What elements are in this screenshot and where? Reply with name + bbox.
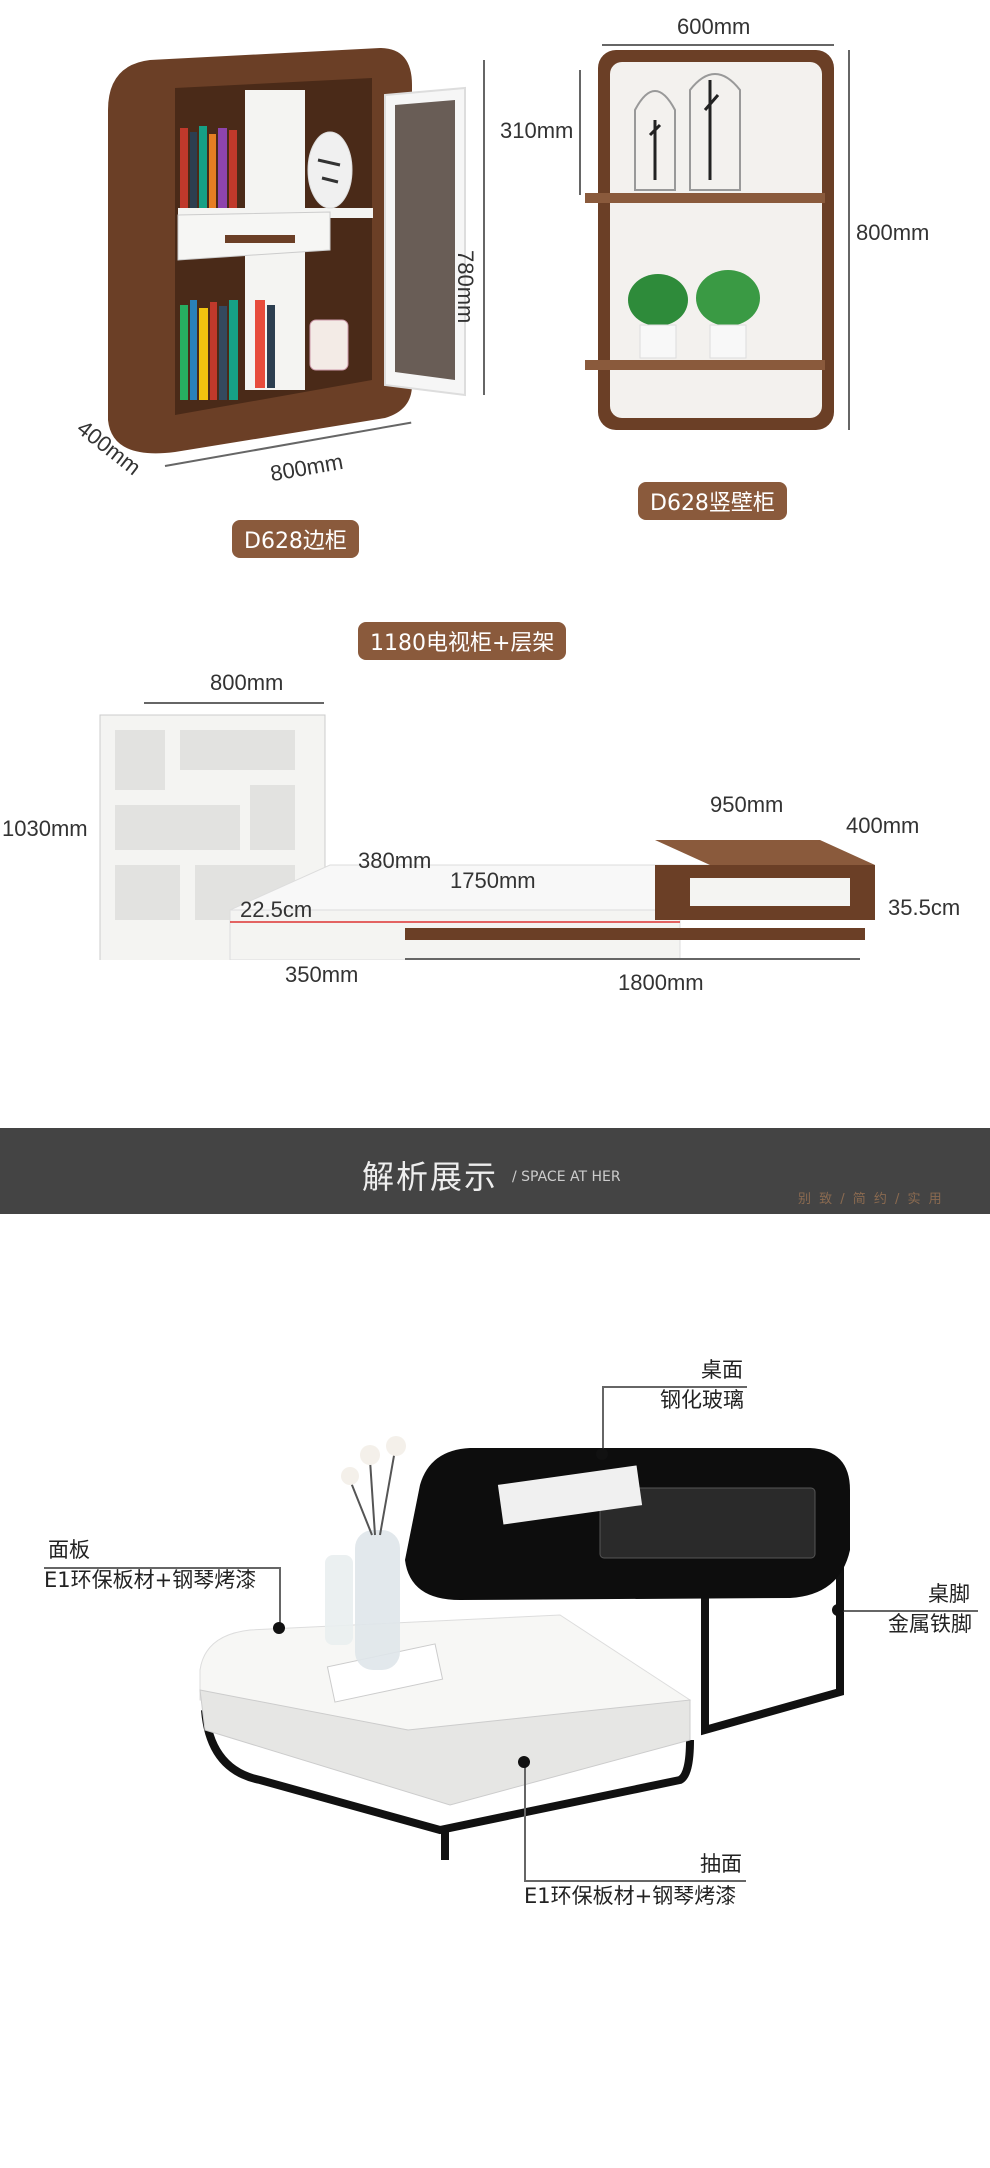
wall-cabinet-illustration <box>585 50 834 430</box>
tv-shelf-width-label: 800mm <box>210 670 284 695</box>
drawer-callout-line-h <box>524 1880 746 1882</box>
wall-cabinet-gap-line <box>579 70 581 195</box>
legs-callout-title: 桌脚 <box>928 1582 970 1606</box>
side-cabinet-label: D628边柜 <box>232 520 359 558</box>
wall-cabinet-section: 600mm 310mm 800mm D628竖壁柜 <box>500 0 990 560</box>
panel-callout-line-h <box>44 1567 280 1569</box>
tv-top-height-label: 35.5cm <box>888 895 961 920</box>
books <box>180 126 275 400</box>
top-callout-title: 桌面 <box>701 1358 743 1382</box>
wall-cabinet-gap-label: 310mm <box>500 118 574 143</box>
drawer-callout-title: 抽面 <box>700 1852 742 1876</box>
top-callout-material: 钢化玻璃 <box>660 1388 744 1412</box>
tv-depth-small-label: 380mm <box>358 848 432 873</box>
banner-subtitle: / SPACE AT HER <box>512 1169 621 1185</box>
top-callout-dot <box>596 1448 608 1460</box>
wall-cabinet-height-line <box>848 50 850 430</box>
section-banner: 解析展示 / SPACE AT HER 别 致 / 简 约 / 实 用 <box>0 1128 990 1214</box>
tv-top-depth-label: 400mm <box>846 813 920 838</box>
side-cabinet-section: 780mm 400mm 800mm D628边柜 <box>0 0 560 560</box>
banner-right-text: 别 致 / 简 约 / 实 用 <box>798 1192 944 1207</box>
tv-low-height-label: 22.5cm <box>240 897 313 922</box>
tv-shelf-height-label: 1030mm <box>2 816 88 841</box>
legs-callout-dot <box>832 1604 844 1616</box>
panel-callout-line-v <box>279 1567 281 1627</box>
wall-cabinet-width-label: 600mm <box>677 14 751 39</box>
tv-cabinet-illustration <box>99 714 875 960</box>
side-cabinet-illustration <box>108 48 466 454</box>
legs-callout-line-h <box>838 1610 978 1612</box>
top-callout-line-h <box>602 1386 747 1388</box>
wall-cabinet-width-line <box>602 44 834 46</box>
coffee-table-illustration <box>199 1436 850 1860</box>
panel-callout-dot <box>273 1622 285 1634</box>
tv-total-length-line <box>405 958 860 960</box>
legs-callout-material: 金属铁脚 <box>888 1612 972 1636</box>
side-cabinet-height-line <box>483 60 485 395</box>
wall-cabinet-label: D628竖壁柜 <box>638 482 787 520</box>
panel-callout-title: 面板 <box>48 1538 90 1562</box>
drawer-callout-line-v <box>524 1762 526 1880</box>
tv-top-width-label: 950mm <box>710 792 784 817</box>
drawer-callout-material: E1环保板材+钢琴烤漆 <box>524 1884 737 1908</box>
tv-shelf-width-line <box>144 702 324 704</box>
tv-cabinet-label: 1180电视柜+层架 <box>358 622 567 660</box>
tv-length-label: 1750mm <box>450 868 536 893</box>
top-callout-line-v <box>602 1386 604 1452</box>
wall-cabinet-height-label: 800mm <box>856 220 930 245</box>
drawer-callout-dot <box>518 1756 530 1768</box>
tv-depth-label: 350mm <box>285 962 359 987</box>
banner-title: 解析展示 <box>362 1158 499 1196</box>
side-cabinet-height-label: 780mm <box>453 250 478 324</box>
panel-callout-material: E1环保板材+钢琴烤漆 <box>44 1568 257 1592</box>
tv-total-length-label: 1800mm <box>618 970 704 995</box>
